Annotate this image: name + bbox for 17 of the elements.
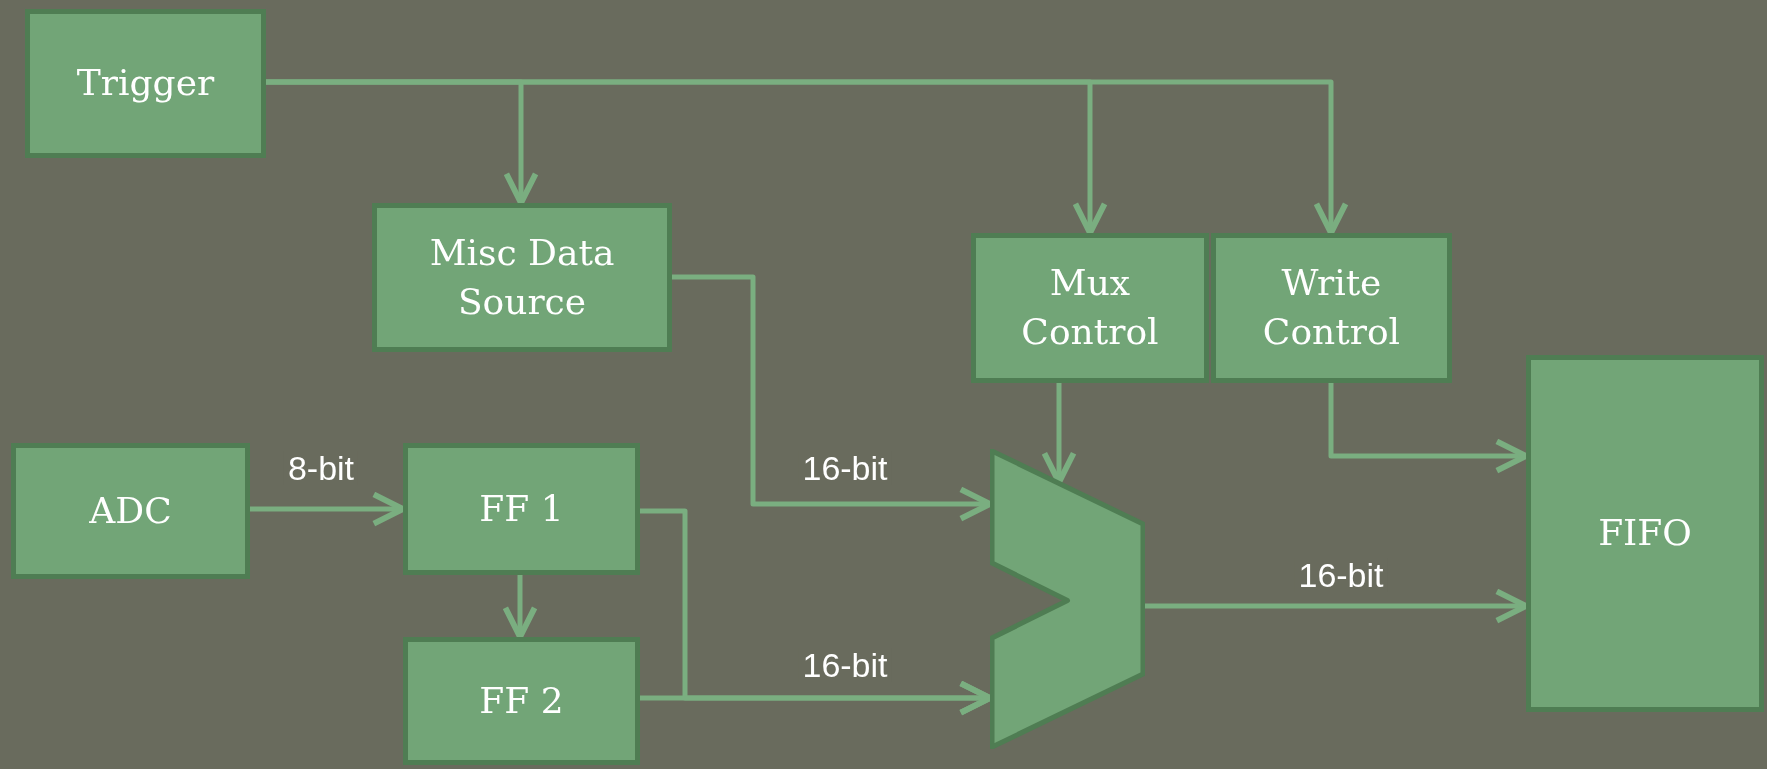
multiplexer-shape (990, 449, 1145, 749)
block-box (971, 233, 1209, 383)
block-label: Mux Control (1020, 261, 1160, 354)
block-label: FF 1 (479, 486, 564, 531)
block-label: ADC (89, 488, 172, 533)
block-label: FIFO (1598, 511, 1692, 556)
block-box (1211, 233, 1452, 383)
block-label: FF 2 (479, 678, 564, 723)
block-label: Misc Data Source (428, 230, 616, 324)
block-label: Trigger (76, 61, 215, 106)
block-box (1526, 355, 1764, 712)
block-box (25, 9, 266, 158)
block-box (372, 203, 672, 352)
block-label: Write Control (1261, 261, 1402, 354)
block-box (403, 637, 640, 765)
block-box (11, 443, 250, 579)
block-box (403, 443, 640, 575)
